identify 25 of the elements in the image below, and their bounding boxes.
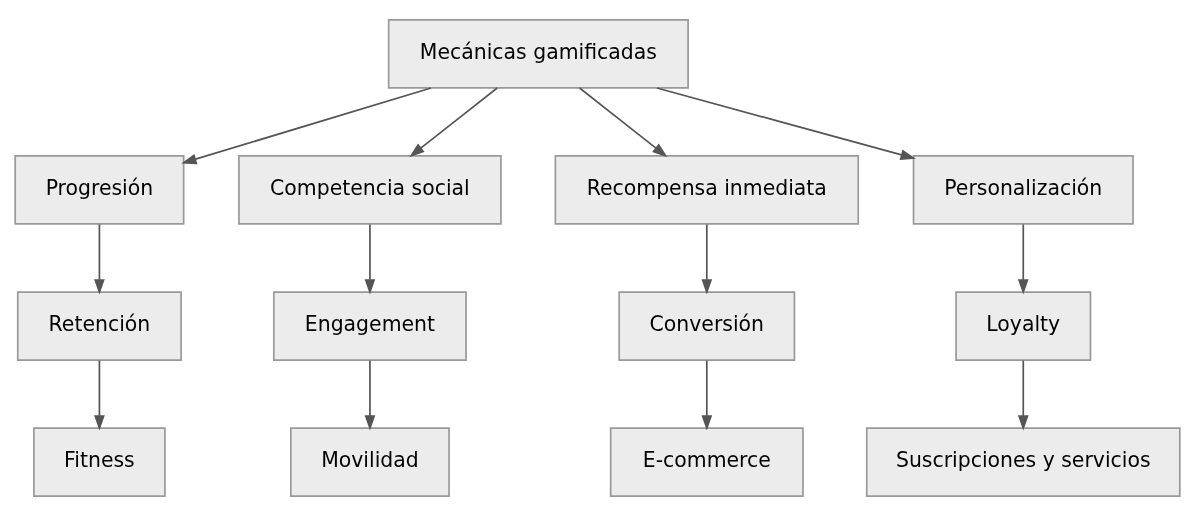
arrow: [364, 223, 376, 294]
arrow: [181, 86, 432, 164]
node-box: E-commerce: [609, 426, 804, 497]
node-box: Personalización: [912, 154, 1134, 225]
arrow: [94, 223, 105, 294]
arrow: [701, 359, 713, 431]
arrow: [409, 86, 499, 157]
arrow: [364, 359, 376, 431]
node-box: Retención: [16, 290, 182, 361]
node-box: Mecánicas gamificadas: [387, 18, 689, 89]
node-box: Competencia social: [238, 154, 502, 225]
node-box: Recompensa inmediata: [554, 154, 860, 225]
node-box: Progresión: [14, 154, 185, 225]
arrow: [656, 86, 916, 160]
node-box: Fitness: [33, 426, 166, 497]
node-box: Conversión: [618, 290, 796, 361]
arrow: [94, 359, 105, 431]
node-box: Loyalty: [955, 290, 1092, 361]
arrow: [701, 223, 713, 294]
arrow: [1017, 223, 1029, 294]
node-box: Engagement: [272, 290, 467, 361]
arrow: [578, 86, 668, 157]
node-box: Movilidad: [289, 426, 450, 497]
node-box: Suscripciones y servicios: [865, 426, 1181, 497]
arrow: [1017, 359, 1029, 431]
